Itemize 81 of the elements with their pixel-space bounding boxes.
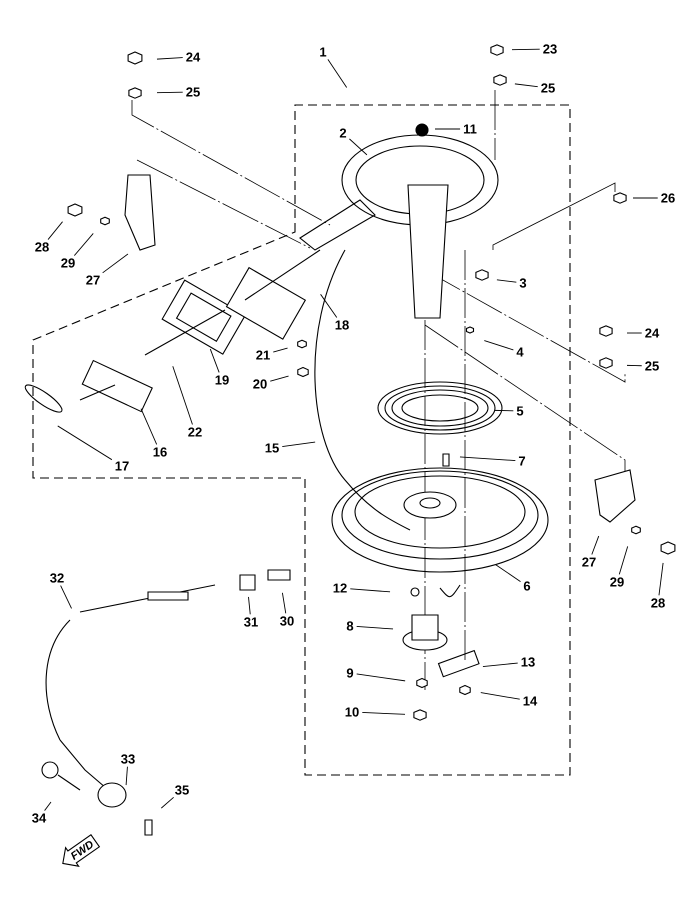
callout-number: 26 xyxy=(661,193,675,203)
callout-number: 13 xyxy=(522,657,535,667)
leader-line xyxy=(140,408,158,445)
leader-line xyxy=(496,279,517,283)
leader-line xyxy=(434,128,461,130)
callout-number: 6 xyxy=(524,581,530,591)
leader-line xyxy=(44,802,52,811)
leader-line xyxy=(57,426,112,460)
leader-line xyxy=(270,376,289,382)
leader-line xyxy=(484,340,514,350)
leader-line xyxy=(350,588,390,592)
leader-line xyxy=(494,564,521,582)
callout-number: 23 xyxy=(543,44,557,54)
leader-line xyxy=(60,585,72,609)
leader-line xyxy=(460,456,516,462)
leader-line xyxy=(494,410,514,412)
leader-line xyxy=(74,232,94,256)
callout-number: 31 xyxy=(244,617,258,627)
leader-line xyxy=(272,348,288,353)
leader-line xyxy=(356,626,394,630)
leader-line xyxy=(626,332,642,334)
callout-number: 30 xyxy=(280,616,294,626)
callout-number: 2 xyxy=(340,128,346,138)
leader-line xyxy=(320,294,338,318)
callout-number: 35 xyxy=(175,785,189,795)
callout-number: 25 xyxy=(186,87,200,97)
callout-number: 24 xyxy=(186,52,200,62)
callout-number: 25 xyxy=(645,361,659,371)
callout-number: 19 xyxy=(216,375,229,385)
leader-line xyxy=(210,348,220,373)
leader-line xyxy=(48,221,63,240)
callout-number: 33 xyxy=(121,754,135,764)
callout-number: 12 xyxy=(334,583,347,593)
callout-number: 20 xyxy=(253,379,267,389)
callout-number: 29 xyxy=(610,577,624,587)
callout-number: 17 xyxy=(116,462,129,470)
callout-number: 27 xyxy=(582,557,596,567)
callout-number: 25 xyxy=(541,83,555,93)
callout-number: 21 xyxy=(256,350,270,360)
leader-line xyxy=(282,592,286,614)
leader-line xyxy=(362,712,406,715)
callout-number: 18 xyxy=(336,320,349,330)
callout-number: 22 xyxy=(188,427,202,437)
callout-number: 28 xyxy=(35,242,49,252)
callout-number: 9 xyxy=(346,668,354,678)
leader-line xyxy=(156,57,184,60)
leader-line xyxy=(618,546,628,575)
leader-line xyxy=(126,766,128,786)
callout-number: 8 xyxy=(346,621,354,631)
callout-number: 32 xyxy=(50,573,64,583)
callout-number: 28 xyxy=(651,598,665,608)
leader-line xyxy=(658,562,664,596)
leader-line xyxy=(156,92,184,94)
callout-number: 16 xyxy=(154,447,167,457)
leader-line xyxy=(591,536,600,555)
callout-number: 3 xyxy=(520,278,526,288)
callout-number: 1 xyxy=(320,48,326,56)
callout-number: 11 xyxy=(464,124,476,134)
leader-line xyxy=(626,364,642,366)
callout-number: 7 xyxy=(518,456,526,466)
leader-line xyxy=(102,254,128,274)
callout-number: 10 xyxy=(346,707,359,717)
leader-line xyxy=(480,692,520,700)
leader-line xyxy=(248,596,251,615)
leader-line xyxy=(356,674,406,682)
callout-number: 15 xyxy=(266,443,279,453)
leader-line xyxy=(327,58,348,88)
callout-number: 29 xyxy=(61,258,75,268)
leader-line xyxy=(160,796,174,809)
leader-line xyxy=(512,48,540,50)
callout-number: 5 xyxy=(516,406,524,416)
callout-number: 34 xyxy=(32,813,46,823)
callout-number: 27 xyxy=(86,275,100,285)
callout-number: 14 xyxy=(524,696,538,706)
leader-line xyxy=(172,366,193,425)
leader-line xyxy=(282,442,316,448)
callout-number: 24 xyxy=(645,328,660,338)
leader-line xyxy=(482,662,518,667)
leader-line xyxy=(348,138,368,156)
callout-number: 4 xyxy=(516,348,524,356)
leader-line xyxy=(514,83,538,88)
